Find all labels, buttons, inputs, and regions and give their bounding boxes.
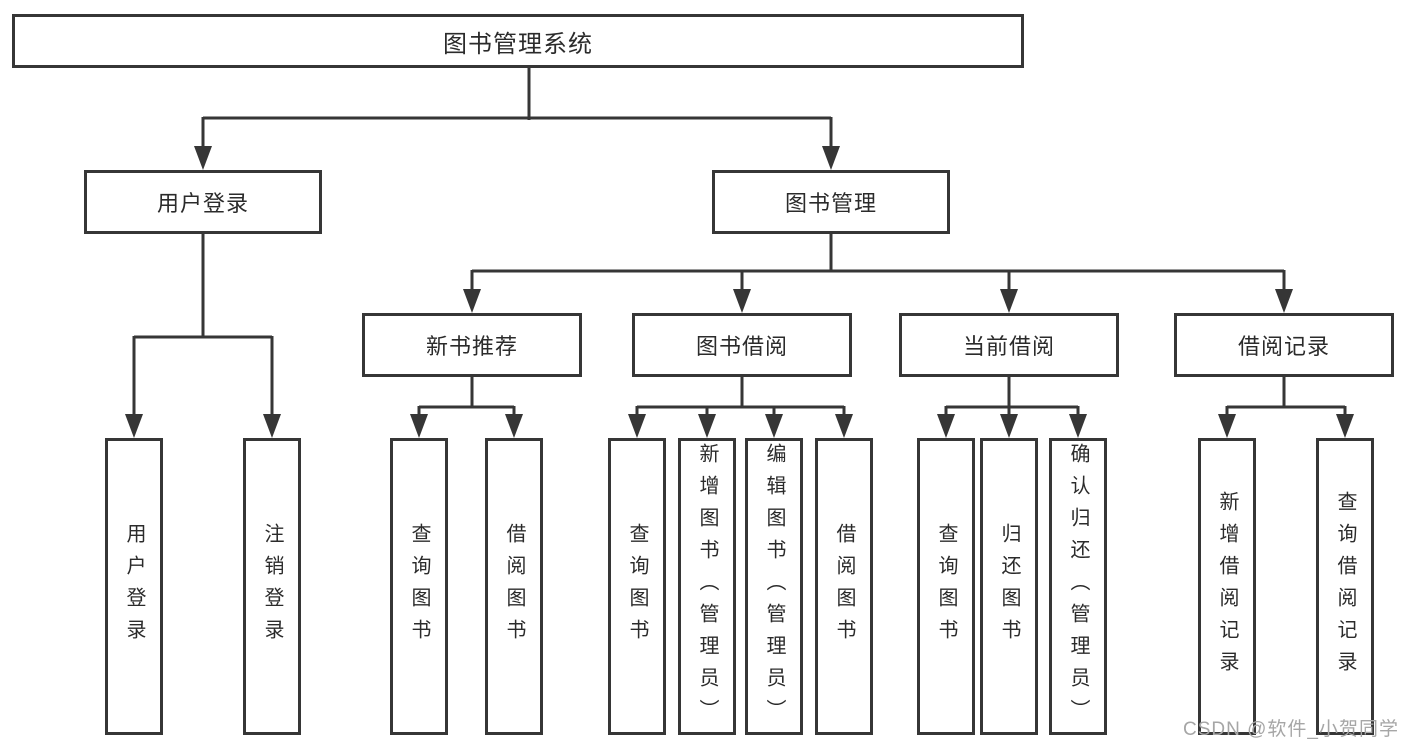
node-book-management: 图书管理	[712, 170, 950, 234]
leaf-query-books-borrow-label: 查询图书	[626, 522, 648, 651]
leaf-return-books: 归还图书	[980, 438, 1038, 735]
leaf-query-books-borrow: 查询图书	[608, 438, 666, 735]
node-library-system: 图书管理系统	[12, 14, 1024, 68]
csdn-watermark: CSDN @软件_小贺同学	[1183, 719, 1399, 740]
node-user-login-label: 用户登录	[156, 191, 249, 216]
leaf-edit-books-admin: 编辑图书（管理员）	[745, 438, 803, 735]
leaf-query-books-recommend: 查询图书	[390, 438, 448, 735]
node-book-management-label: 图书管理	[784, 191, 877, 216]
leaf-add-borrow-record-label: 新增借阅记录	[1216, 490, 1238, 683]
leaf-query-books-current-label: 查询图书	[935, 522, 957, 651]
leaf-query-borrow-record: 查询借阅记录	[1316, 438, 1374, 735]
leaf-borrow-books-recommend-label: 借阅图书	[503, 522, 525, 651]
leaf-confirm-return-admin-label: 确认归还（管理员）	[1067, 442, 1089, 731]
node-borrow-record-label: 借阅记录	[1237, 334, 1330, 359]
leaf-user-login: 用户登录	[105, 438, 163, 735]
node-current-borrow-label: 当前借阅	[962, 334, 1055, 359]
leaf-add-books-admin: 新增图书（管理员）	[678, 438, 736, 735]
leaf-edit-books-admin-label: 编辑图书（管理员）	[763, 442, 785, 731]
leaf-query-books-recommend-label: 查询图书	[408, 522, 430, 651]
leaf-logout-label: 注销登录	[261, 522, 283, 651]
leaf-logout: 注销登录	[243, 438, 301, 735]
leaf-add-books-admin-label: 新增图书（管理员）	[696, 442, 718, 731]
leaf-query-books-current: 查询图书	[917, 438, 975, 735]
leaf-borrow-books-recommend: 借阅图书	[485, 438, 543, 735]
leaf-add-borrow-record: 新增借阅记录	[1198, 438, 1256, 735]
node-user-login: 用户登录	[84, 170, 322, 234]
leaf-borrow-books: 借阅图书	[815, 438, 873, 735]
node-new-book-recommend-label: 新书推荐	[425, 334, 518, 359]
node-current-borrow: 当前借阅	[899, 313, 1119, 377]
node-book-borrow-label: 图书借阅	[695, 334, 788, 359]
leaf-query-borrow-record-label: 查询借阅记录	[1334, 490, 1356, 683]
leaf-return-books-label: 归还图书	[998, 522, 1020, 651]
node-book-borrow: 图书借阅	[632, 313, 852, 377]
node-library-system-label: 图书管理系统	[443, 30, 593, 58]
leaf-borrow-books-label: 借阅图书	[833, 522, 855, 651]
leaf-user-login-label: 用户登录	[123, 522, 145, 651]
node-new-book-recommend: 新书推荐	[362, 313, 582, 377]
node-borrow-record: 借阅记录	[1174, 313, 1394, 377]
leaf-confirm-return-admin: 确认归还（管理员）	[1049, 438, 1107, 735]
arrow-down-icons	[125, 146, 1354, 438]
